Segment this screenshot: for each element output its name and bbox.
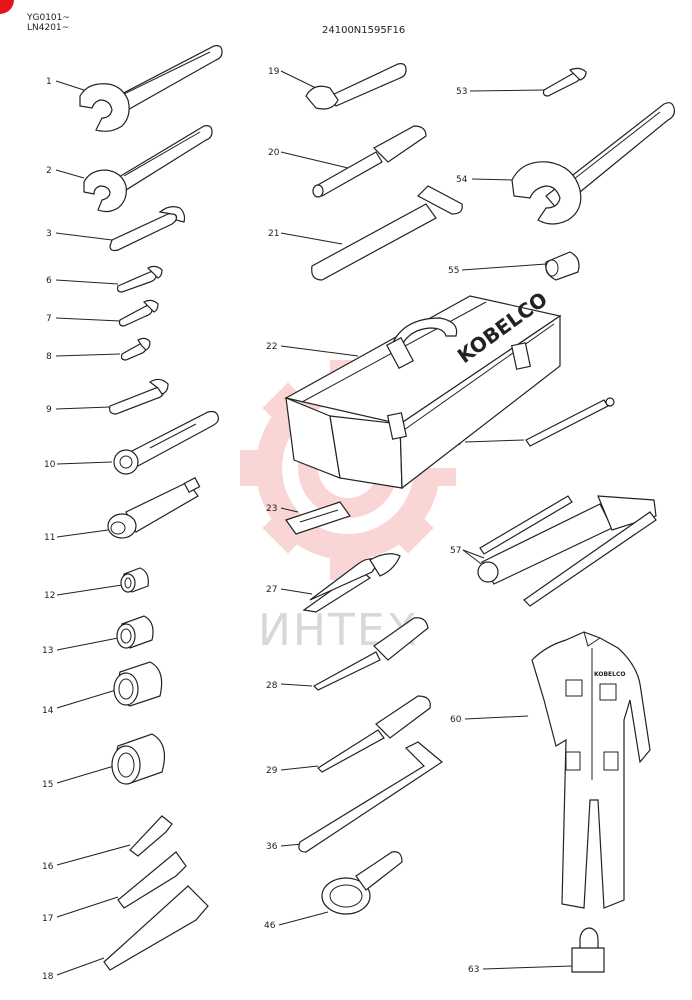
part-label-6: 6 [46, 276, 52, 286]
part-label-2: 2 [46, 166, 52, 176]
small-wrench-icon [116, 265, 163, 293]
open-wrench-2-icon [109, 378, 169, 415]
screwdriver-socket-icon [312, 125, 427, 198]
tool-box-icon: KOBELCO [284, 287, 562, 490]
serial-range-2: LN4201~ [27, 23, 70, 33]
bent-bar-icon [298, 741, 444, 853]
part-label-60: 60 [450, 715, 462, 725]
wrench-large-2-icon [83, 125, 213, 213]
socket-medium-icon [116, 615, 154, 649]
part-label-13: 13 [42, 646, 53, 656]
small-wrench-3-icon [120, 337, 151, 361]
part-label-54: 54 [456, 175, 468, 185]
hook-wrench-icon [511, 102, 675, 225]
part-label-12: 12 [44, 591, 55, 601]
small-wrench-2-icon [118, 299, 159, 327]
extension-socket-icon [107, 476, 201, 539]
socket-small-icon [120, 567, 149, 593]
screwdriver-cross-icon [317, 695, 431, 773]
grease-nozzle-icon [525, 397, 615, 447]
drawing-number: 24100N1595F16 [322, 25, 406, 36]
adjustable-wrench-icon [305, 63, 407, 110]
part-label-20: 20 [268, 148, 280, 158]
ratchet-handle-icon [113, 410, 219, 475]
hex-key-small-icon [129, 815, 173, 857]
hex-key-large-icon [103, 885, 209, 971]
padlock-icon [571, 927, 605, 973]
socket-xlarge-icon [111, 733, 165, 785]
part-label-8: 8 [46, 352, 52, 362]
grease-gun-icon [477, 495, 657, 607]
part-label-53: 53 [456, 87, 467, 97]
part-label-63: 63 [468, 965, 479, 975]
socket-large-icon [113, 661, 163, 707]
part-label-7: 7 [46, 314, 52, 324]
part-label-55: 55 [448, 266, 459, 276]
part-label-57: 57 [450, 546, 461, 556]
part-label-10: 10 [44, 460, 56, 470]
part-label-15: 15 [42, 780, 53, 790]
part-label-18: 18 [42, 972, 54, 982]
feeler-pack-icon [285, 501, 351, 535]
part-label-36: 36 [266, 842, 278, 852]
part-label-19: 19 [268, 67, 280, 77]
pliers-icon [302, 553, 401, 613]
part-label-1: 1 [46, 77, 52, 87]
part-label-46: 46 [264, 921, 276, 931]
part-label-23: 23 [266, 504, 277, 514]
hex-key-medium-icon [117, 851, 187, 909]
part-label-3: 3 [46, 229, 52, 239]
part-label-14: 14 [42, 706, 54, 716]
part-label-16: 16 [42, 862, 54, 872]
part-label-28: 28 [266, 681, 278, 691]
coverall-brand: KOBELCO [594, 671, 625, 678]
socket-loose-icon [545, 251, 580, 281]
part-label-29: 29 [266, 766, 278, 776]
corner-marker-icon [0, 0, 14, 14]
t-handle-wrench-icon [311, 185, 463, 281]
part-label-22: 22 [266, 342, 277, 352]
part-labels: 1 2 3 6 7 8 9 10 11 12 13 14 15 [42, 67, 573, 982]
open-wrench-icon [109, 206, 186, 252]
part-label-11: 11 [44, 533, 55, 543]
screwdriver-flat-icon [313, 617, 429, 691]
part-label-21: 21 [268, 229, 279, 239]
wrench-large-icon [79, 45, 223, 132]
part-label-9: 9 [46, 405, 52, 415]
filter-wrench-icon [321, 851, 403, 915]
coverall-icon: KOBELCO [531, 631, 651, 909]
part-label-17: 17 [42, 914, 53, 924]
tiny-wrench-icon [542, 67, 587, 97]
serial-range-1: YG0101~ [27, 13, 70, 23]
part-label-27: 27 [266, 585, 277, 595]
